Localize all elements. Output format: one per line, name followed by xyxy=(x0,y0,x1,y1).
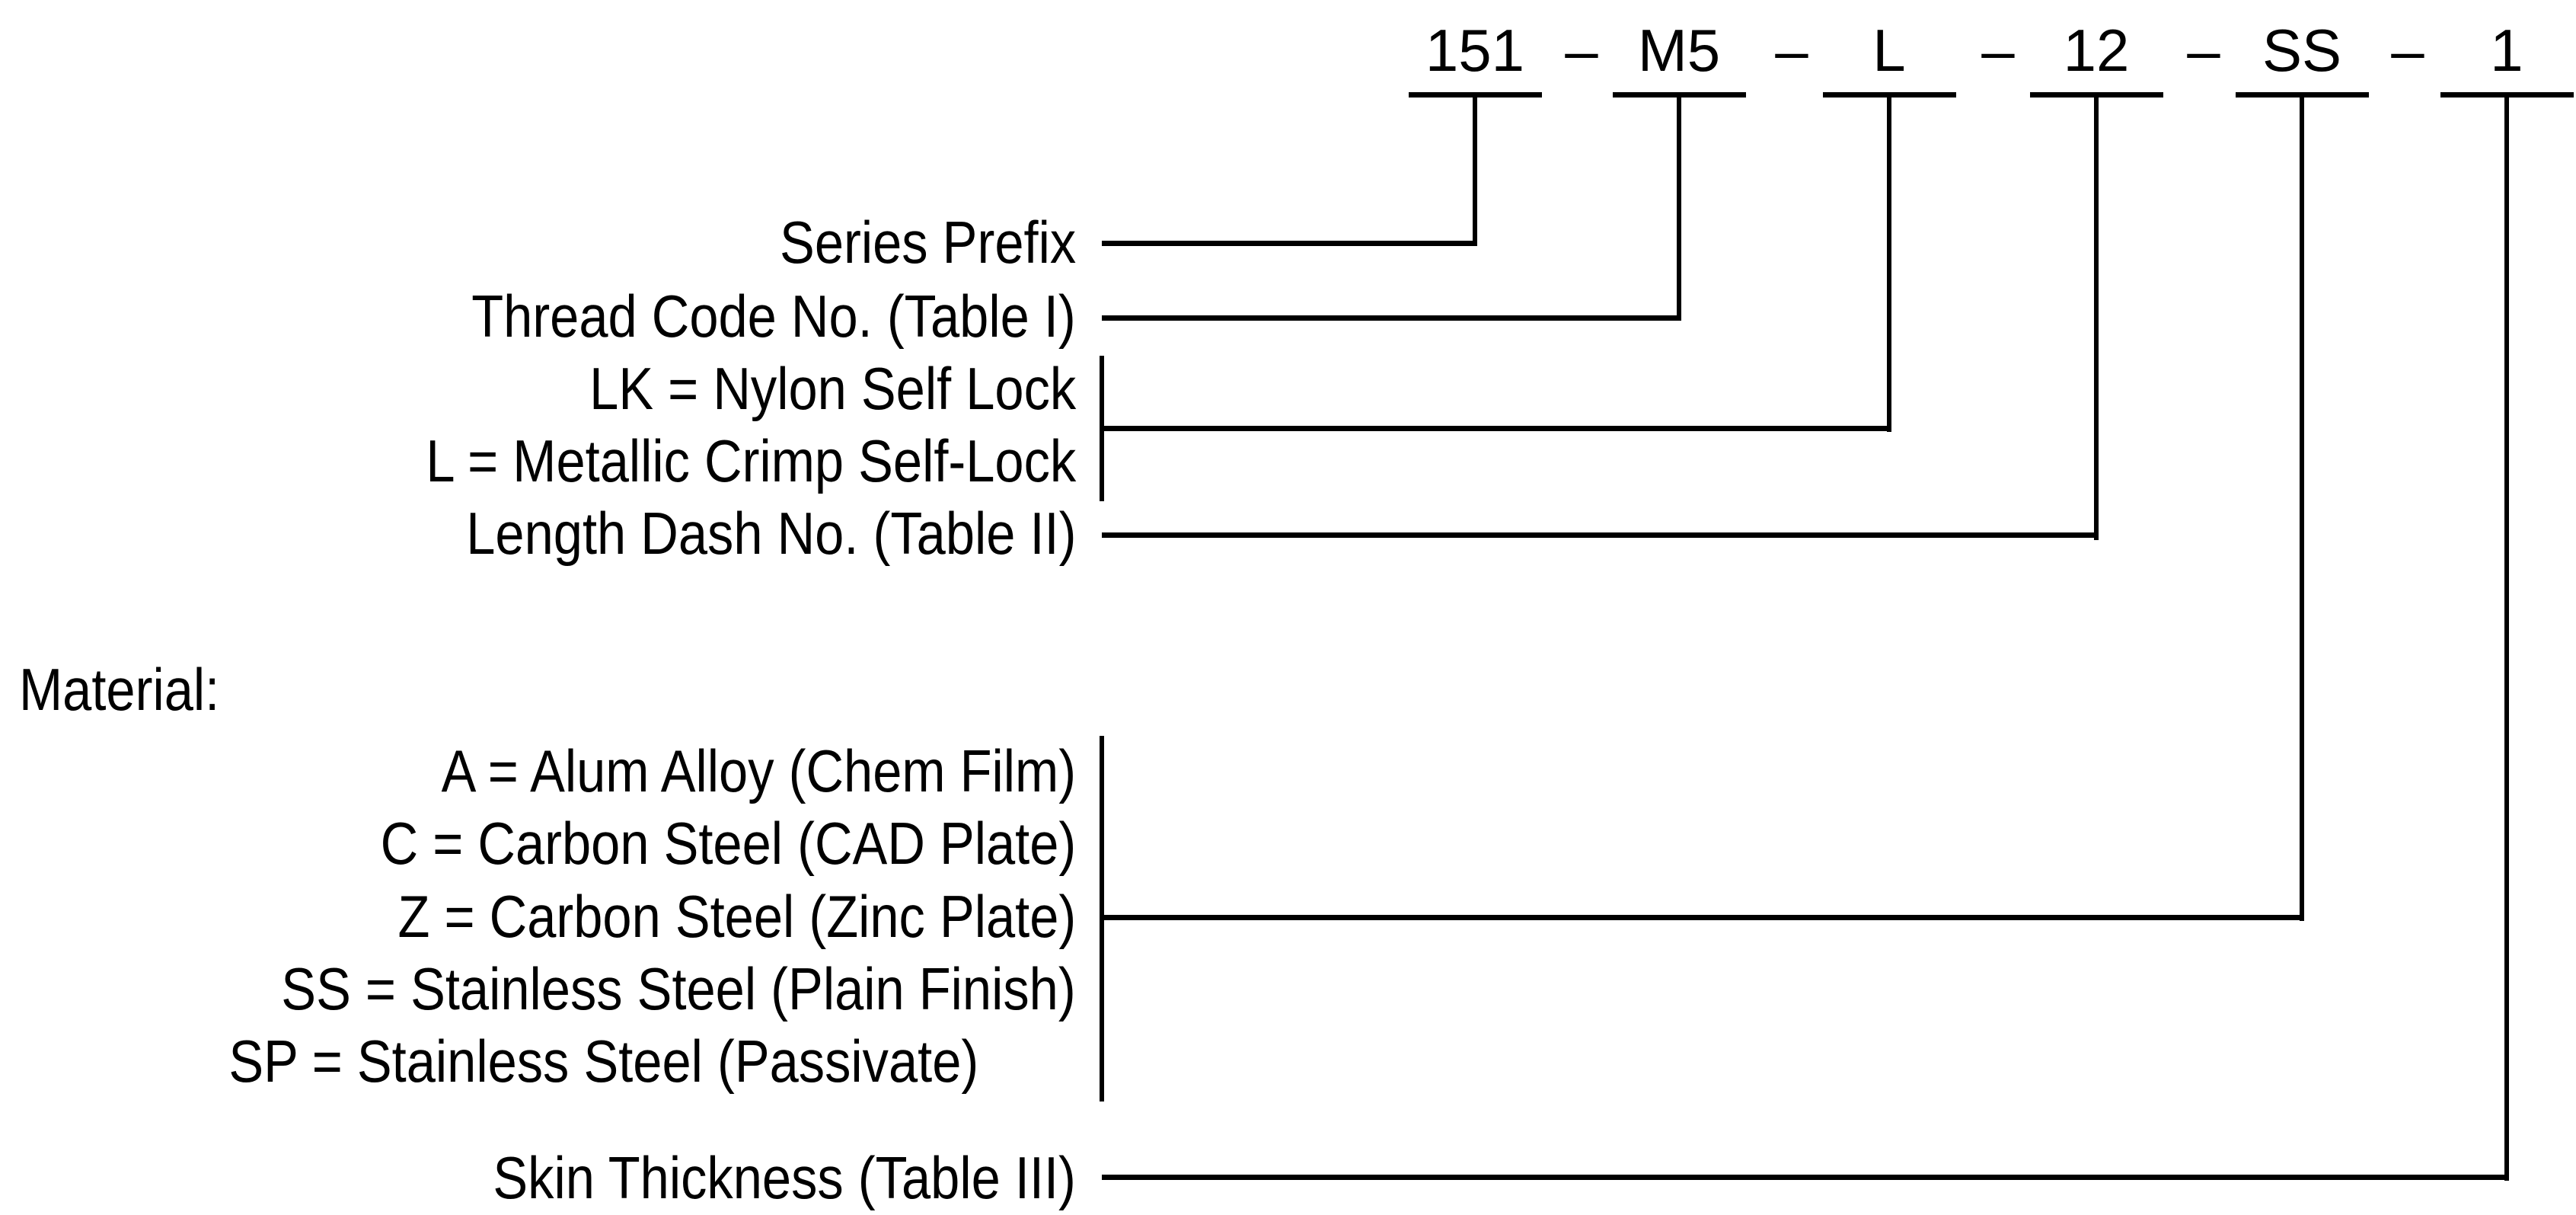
underline-segment-thread xyxy=(1613,92,1746,98)
label-material-stainless-passivate: SP = Stainless Steel (Passivate) xyxy=(228,1028,978,1095)
label-metallic-crimp-self-lock: L = Metallic Crimp Self-Lock xyxy=(426,427,1076,494)
connector-lock-options xyxy=(1102,426,1891,431)
part-number-segment-material: SS xyxy=(2262,17,2342,84)
bracket-lock-options xyxy=(1100,356,1104,501)
connector-series-prefix xyxy=(1102,241,1477,246)
drop-line-skin xyxy=(2504,98,2509,1181)
underline-segment-skin xyxy=(2440,92,2574,98)
label-material-stainless-plain: SS = Stainless Steel (Plain Finish) xyxy=(281,955,1076,1022)
label-nylon-self-lock: LK = Nylon Self Lock xyxy=(589,355,1076,422)
drop-line-length xyxy=(2094,98,2099,540)
label-skin-thickness: Skin Thickness (Table III) xyxy=(493,1144,1076,1211)
connector-thread-code xyxy=(1102,315,1681,321)
underline-segment-series xyxy=(1409,92,1542,98)
part-number-separator: – xyxy=(1565,17,1598,84)
drop-line-thread xyxy=(1677,98,1681,320)
part-number-segment-series: 151 xyxy=(1425,17,1525,84)
part-number-separator: – xyxy=(1775,17,1808,84)
part-number-separator: – xyxy=(2187,17,2220,84)
part-number-segment-thread: M5 xyxy=(1637,17,1721,84)
label-material-carbon-steel-zinc: Z = Carbon Steel (Zinc Plate) xyxy=(397,883,1076,950)
part-number-segment-skin: 1 xyxy=(2490,17,2523,84)
connector-skin-thickness xyxy=(1102,1175,2509,1180)
part-number-segment-length: 12 xyxy=(2063,17,2130,84)
connector-length-dash xyxy=(1102,532,2099,538)
label-length-dash: Length Dash No. (Table II) xyxy=(465,500,1076,567)
underline-segment-material xyxy=(2236,92,2369,98)
drop-line-series xyxy=(1473,98,1477,245)
drop-line-lock xyxy=(1887,98,1891,432)
underline-segment-length xyxy=(2030,92,2163,98)
connector-material xyxy=(1103,915,2304,920)
part-number-separator: – xyxy=(2391,17,2424,84)
bracket-material-options xyxy=(1100,736,1104,1101)
label-material-heading: Material: xyxy=(19,656,220,723)
label-material-alum-alloy: A = Alum Alloy (Chem Film) xyxy=(441,737,1076,804)
part-number-separator: – xyxy=(1981,17,2015,84)
part-number-segment-lock: L xyxy=(1872,17,1906,84)
label-thread-code: Thread Code No. (Table I) xyxy=(471,283,1076,350)
drop-line-material xyxy=(2300,98,2304,921)
label-material-carbon-steel-cad: C = Carbon Steel (CAD Plate) xyxy=(380,810,1076,877)
underline-segment-lock xyxy=(1823,92,1956,98)
label-series-prefix: Series Prefix xyxy=(779,209,1076,276)
